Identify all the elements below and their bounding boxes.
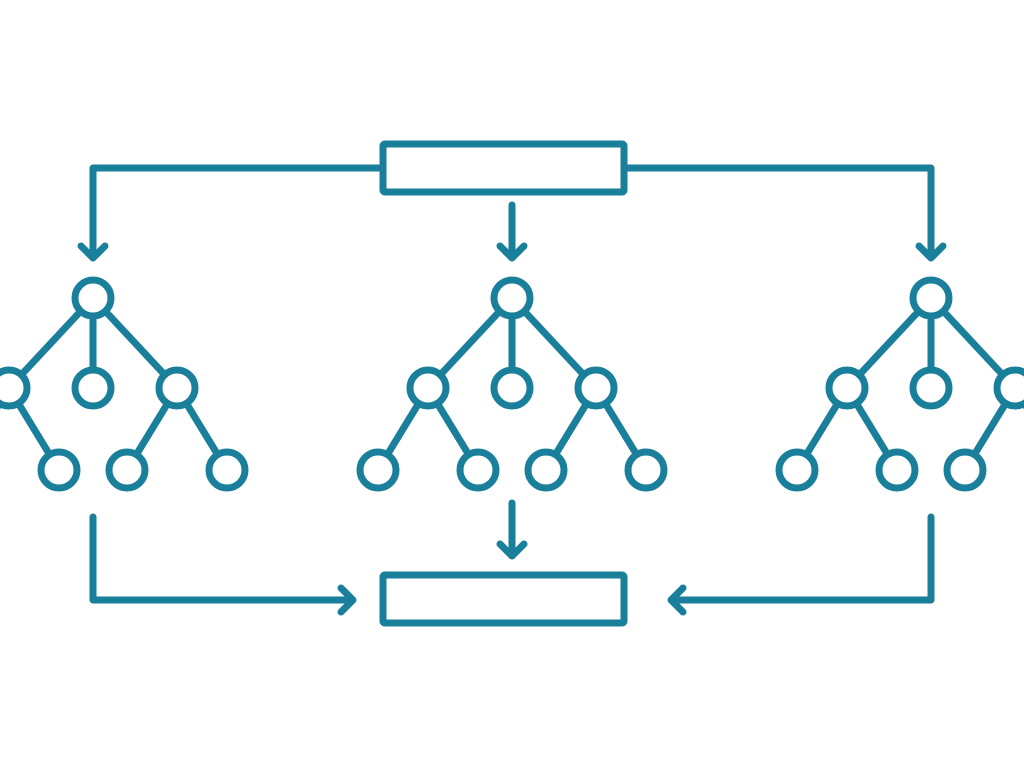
tree-node [205,448,249,492]
tree-node [943,448,987,492]
tree-node [574,366,618,410]
tree-node [105,448,149,492]
tree-node [825,366,869,410]
decision-trees [0,276,1024,492]
arrow-down-left-tree [77,242,109,262]
tree-node [356,448,400,492]
tree-edge [433,399,473,459]
tree-node [775,448,819,492]
tree-node [406,366,450,410]
right-tree-to-output-line [670,513,935,604]
left-tree-to-output-line [89,513,354,604]
tree-edge [17,307,85,379]
tree-node [624,448,668,492]
tree-edge [601,399,641,459]
tree-node [37,448,81,492]
decision-tree-center-icon [356,276,668,492]
tree-edge [436,307,504,379]
tree-edge [939,307,1007,379]
decision-tree-left-icon [0,276,249,492]
tree-node [155,366,199,410]
tree-edge [182,399,222,459]
arrow-down-to-output [496,540,528,560]
tree-root-node [71,276,115,320]
tree-edge [14,399,54,459]
tree-edge [551,399,591,459]
tree-node [993,366,1024,410]
arrow-down-center-tree [496,242,528,262]
input-to-right-tree-line [620,164,935,259]
aggregated-output-box [379,571,628,627]
tree-edge [970,399,1010,459]
tree-edge [852,399,892,459]
tree-root-node [909,276,953,320]
tree-node [0,366,31,410]
tree-edge [520,307,588,379]
tree-node [524,448,568,492]
tree-edge [802,399,842,459]
input-to-left-tree-line [89,164,387,259]
arrow-down-right-tree [915,242,947,262]
tree-root-node [490,276,534,320]
arrow-right-to-output [337,584,357,616]
tree-node [456,448,500,492]
tree-node [490,366,534,410]
tree-node [875,448,919,492]
decision-tree-right-icon [775,276,1024,492]
tree-edge [855,307,923,379]
tree-node [71,366,115,410]
tree-edge [101,307,169,379]
tree-node [909,366,953,410]
tree-edge [383,399,423,459]
arrow-left-to-output [667,584,687,616]
input-data-box [379,140,628,196]
tree-edge [132,399,172,459]
connector-lines [77,164,947,616]
